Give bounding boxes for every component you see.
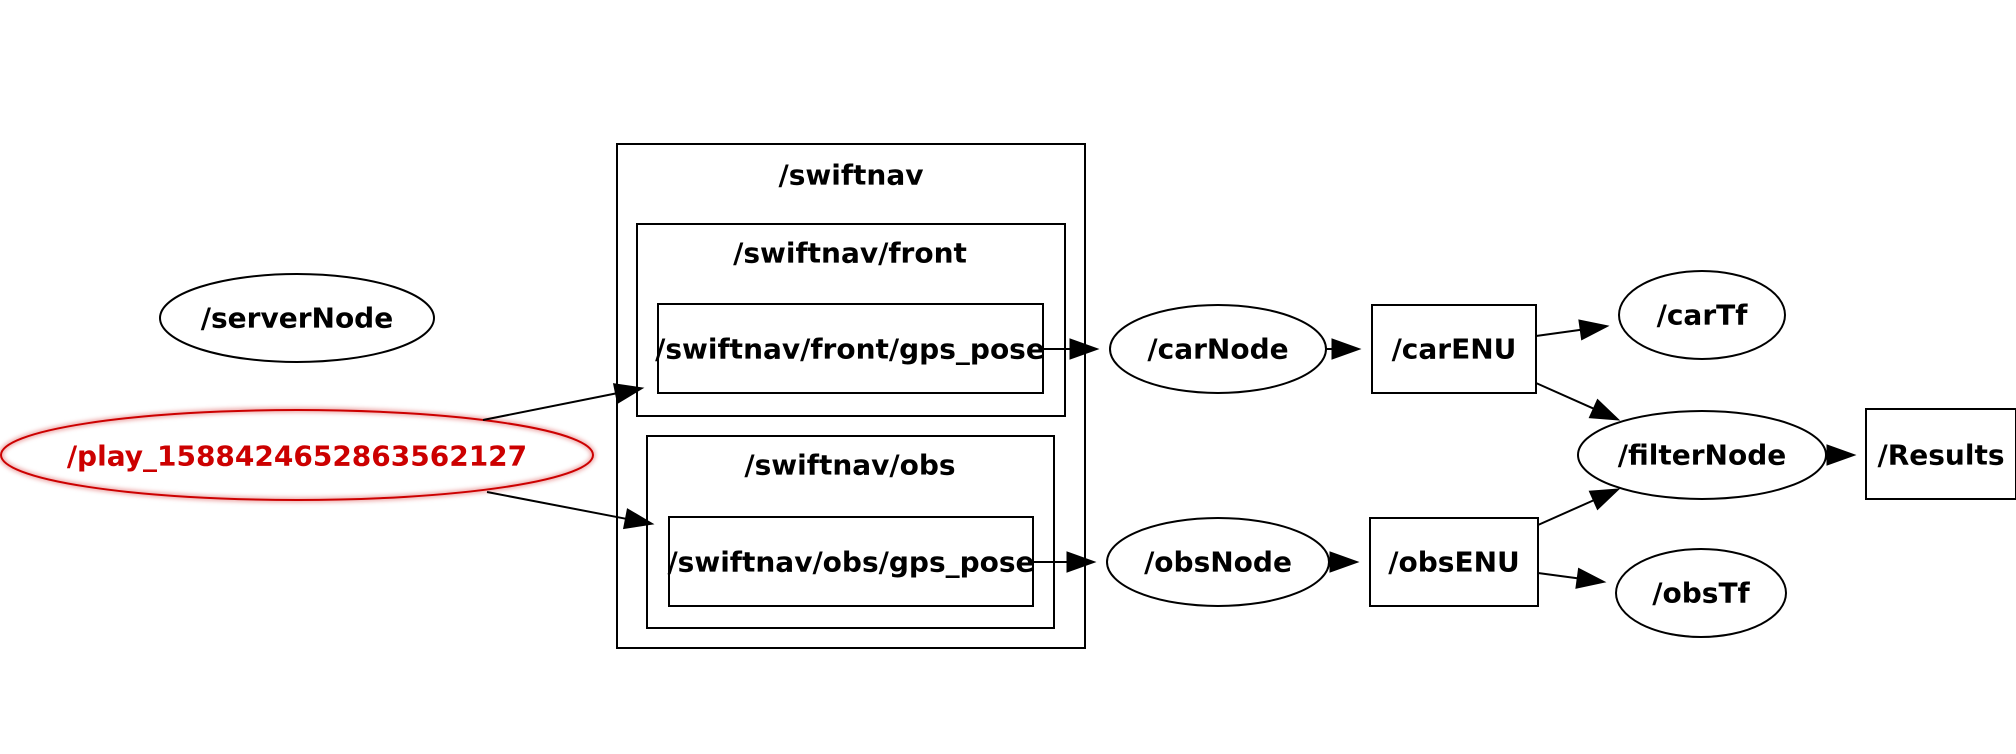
edges (482, 319, 1857, 589)
edge-line (1535, 382, 1594, 410)
arrowhead-icon (612, 383, 645, 405)
topic-car-enu-label: /carENU (1392, 333, 1517, 366)
cluster-swiftnav-label: /swiftnav (778, 159, 923, 192)
topic-front-gps-pose[interactable]: /swiftnav/front/gps_pose (655, 303, 1045, 394)
node-obs[interactable]: /obsNode (1106, 517, 1330, 607)
topic-obs-enu[interactable]: /obsENU (1369, 517, 1539, 607)
node-filter-label: /filterNode (1618, 439, 1786, 472)
edge-line (1537, 572, 1578, 580)
arrowhead-icon (1329, 551, 1360, 573)
topic-results-label: /Results (1877, 439, 2004, 472)
edge-line (1537, 499, 1594, 526)
cluster-swiftnav[interactable]: /swiftnav (616, 143, 1086, 649)
arrowhead-icon (1588, 398, 1621, 421)
topic-results[interactable]: /Results (1865, 408, 2016, 500)
arrowhead-icon (1826, 444, 1857, 466)
edge-carNode-to-carENU (1326, 338, 1362, 360)
arrowhead-icon (1575, 567, 1607, 589)
edge-obsGpsPose-to-obsNode (1033, 551, 1097, 573)
arrowhead-icon (622, 508, 655, 530)
node-server-label: /serverNode (201, 302, 393, 335)
topic-obs-enu-label: /obsENU (1388, 546, 1519, 579)
arrowhead-icon (1069, 338, 1100, 360)
cluster-swiftnav-front-label: /swiftnav/front (733, 237, 967, 270)
topic-obs-gps-pose-label: /swiftnav/obs/gps_pose (667, 546, 1034, 579)
topic-car-enu[interactable]: /carENU (1371, 304, 1537, 394)
node-car-tf[interactable]: /carTf (1618, 270, 1786, 360)
topic-front-gps-pose-label: /swiftnav/front/gps_pose (655, 333, 1045, 366)
edge-play-to-frontGpsPose (482, 383, 645, 421)
node-filter[interactable]: /filterNode (1577, 410, 1827, 500)
edge-carENU-to-filterNode (1535, 382, 1621, 421)
arrowhead-icon (1331, 338, 1362, 360)
edge-obsENU-to-filterNode (1537, 488, 1621, 526)
edge-line (482, 392, 616, 421)
node-obs-tf-label: /obsTf (1652, 577, 1750, 610)
arrowhead-icon (1578, 319, 1610, 341)
edge-play-to-obsGpsPose (486, 491, 655, 530)
edge-obsENU-to-obsTf (1537, 567, 1607, 589)
node-car-label: /carNode (1147, 333, 1288, 366)
topic-obs-gps-pose[interactable]: /swiftnav/obs/gps_pose (667, 516, 1035, 607)
node-obs-tf[interactable]: /obsTf (1615, 548, 1787, 638)
arrowhead-icon (1588, 488, 1621, 511)
node-obs-label: /obsNode (1144, 546, 1292, 579)
cluster-swiftnav-obs[interactable]: /swiftnav/obs (646, 435, 1055, 629)
edge-line (486, 491, 626, 520)
node-car[interactable]: /carNode (1109, 304, 1327, 394)
cluster-swiftnav-obs-label: /swiftnav/obs (744, 449, 955, 482)
cluster-swiftnav-front[interactable]: /swiftnav/front (636, 223, 1066, 417)
edge-filterNode-to-results (1826, 444, 1857, 466)
node-server[interactable]: /serverNode (159, 273, 435, 363)
edge-line (1535, 328, 1581, 337)
edge-obsNode-to-obsENU (1329, 551, 1360, 573)
node-car-tf-label: /carTf (1657, 299, 1749, 332)
edge-carENU-to-carTf (1535, 319, 1610, 341)
node-play-label: /play_1588424652863562127 (67, 440, 527, 473)
edge-frontGpsPose-to-carNode (1043, 338, 1100, 360)
arrowhead-icon (1066, 551, 1097, 573)
node-play[interactable]: /play_1588424652863562127 (0, 407, 596, 503)
